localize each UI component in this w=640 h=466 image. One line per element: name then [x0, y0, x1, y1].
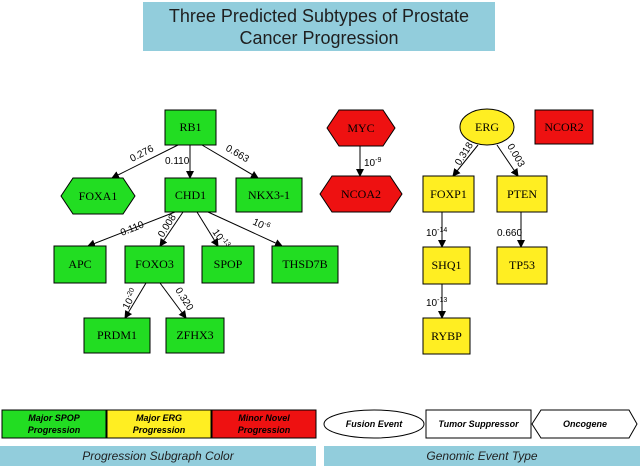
edge-label-rb1-nkx3-1: 0.663 [224, 143, 252, 165]
subgraph-novel: MYC NCOA2 NCOR2 [319, 109, 594, 213]
legend-suppressor-label: Tumor Suppressor [438, 419, 519, 429]
node-foxa1[interactable]: FOXA1 [60, 177, 136, 215]
footer-genomic-event-type: Genomic Event Type [324, 446, 640, 466]
node-ncor2[interactable]: NCOR2 [534, 109, 594, 145]
edge-label-chd1-spop: 10-13 [210, 227, 232, 251]
node-label-nkx3-1: NKX3-1 [248, 188, 290, 202]
edge-label-erg-foxp1: 0.318 [453, 140, 476, 167]
legend-erg-swatch: Major ERG Progression [106, 409, 212, 439]
edge-erg-pten [496, 144, 519, 177]
node-label-tp53: TP53 [509, 258, 535, 272]
node-apc[interactable]: APC [53, 245, 107, 284]
legend-fusion-label: Fusion Event [346, 419, 404, 429]
node-tp53[interactable]: TP53 [496, 246, 548, 285]
legend-erg-line-1: Major ERG [136, 413, 182, 423]
legend-novel-line-2: Progression [238, 425, 291, 435]
node-label-ncor2: NCOR2 [544, 120, 583, 134]
edge-label-myc-ncoa2: 10-9 [364, 157, 381, 169]
legend-erg-line-2: Progression [133, 425, 186, 435]
legend-spop-line-2: Progression [28, 425, 81, 435]
legend-novel-swatch: Minor Novel Progression [211, 409, 317, 439]
edge-label-chd1-thsd7b: 10-6 [251, 216, 272, 234]
edge-label-pten-tp53: 0.660 [497, 228, 522, 239]
edge-label-erg-pten: 0.003 [504, 142, 526, 170]
color-legend: Major SPOP Progression Major ERG Progres… [1, 409, 317, 439]
footer-progression-color: Progression Subgraph Color [0, 446, 316, 466]
node-label-erg: ERG [475, 120, 499, 134]
subgraph-erg: ERG FOXP1 PTEN SHQ1 TP53 RYBP [422, 108, 548, 355]
title-banner: Three Predicted Subtypes of Prostate Can… [143, 2, 495, 51]
node-shq1[interactable]: SHQ1 [422, 246, 471, 285]
edge-labels: 0.276 0.110 0.663 0.110 0.008 10-13 10-6… [119, 140, 527, 313]
title-line-1: Three Predicted Subtypes of Prostate [168, 5, 470, 26]
node-label-apc: APC [68, 257, 91, 271]
edge-label-foxo3-zfhx3: 0.320 [172, 286, 195, 313]
node-label-rb1: RB1 [179, 120, 201, 134]
edge-label-shq1-rybp: 10-13 [426, 297, 447, 309]
edge-foxo3-prdm1 [124, 282, 147, 319]
legend-oncogene-label: Oncogene [563, 419, 607, 429]
edge-rb1-foxa1 [111, 144, 179, 179]
edge-erg-foxp1 [452, 144, 479, 177]
node-rb1[interactable]: RB1 [164, 109, 217, 146]
node-spop[interactable]: SPOP [201, 245, 255, 284]
edge-label-chd1-apc: 0.110 [119, 219, 146, 238]
node-thsd7b[interactable]: THSD7B [271, 245, 339, 284]
edge-chd1-foxo3 [159, 211, 184, 247]
node-zfhx3[interactable]: ZFHX3 [165, 317, 225, 354]
edge-foxo3-zfhx3 [159, 282, 187, 319]
edge-label-foxp1-shq1: 10-14 [426, 227, 447, 239]
edge-chd1-spop [196, 211, 219, 247]
shape-legend: Fusion Event Tumor Suppressor Oncogene [323, 409, 638, 439]
edge-rb1-nkx3-1 [201, 144, 259, 179]
node-ncoa2[interactable]: NCOA2 [319, 175, 403, 213]
node-label-foxo3: FOXO3 [135, 257, 174, 271]
node-label-pten: PTEN [507, 187, 537, 201]
edge-chd1-thsd7b [207, 211, 283, 247]
legend-spop-swatch: Major SPOP Progression [1, 409, 107, 439]
node-label-foxa1: FOXA1 [79, 189, 118, 203]
subgraph-spop: RB1 FOXA1 CHD1 NKX3-1 APC FOXO3 SPOP TH [53, 109, 339, 354]
node-foxp1[interactable]: FOXP1 [422, 175, 475, 213]
legend-fusion-event: Fusion Event [323, 409, 425, 439]
node-myc[interactable]: MYC [326, 109, 396, 147]
legend-tumor-suppressor: Tumor Suppressor [425, 409, 532, 439]
node-rybp[interactable]: RYBP [422, 317, 471, 355]
edge-label-rb1-chd1: 0.110 [165, 156, 190, 167]
legend-oncogene: Oncogene [531, 409, 638, 439]
node-label-rybp: RYBP [431, 329, 462, 343]
node-label-zfhx3: ZFHX3 [176, 328, 213, 342]
edges [87, 144, 525, 319]
node-label-ncoa2: NCOA2 [341, 187, 381, 201]
node-chd1[interactable]: CHD1 [164, 177, 217, 213]
node-label-myc: MYC [347, 121, 374, 135]
edge-label-rb1-foxa1: 0.276 [128, 143, 156, 164]
node-erg[interactable]: ERG [459, 108, 515, 146]
node-label-prdm1: PRDM1 [97, 328, 137, 342]
edge-chd1-apc [87, 211, 176, 248]
node-prdm1[interactable]: PRDM1 [83, 317, 151, 354]
edge-label-foxo3-prdm1: 10-20 [120, 287, 141, 311]
title-line-2: Cancer Progression [239, 27, 399, 48]
node-pten[interactable]: PTEN [496, 175, 548, 213]
node-foxo3[interactable]: FOXO3 [124, 245, 185, 284]
node-nkx3-1[interactable]: NKX3-1 [235, 177, 303, 213]
legend-novel-line-1: Minor Novel [238, 413, 290, 423]
node-label-shq1: SHQ1 [431, 258, 461, 272]
node-label-thsd7b: THSD7B [282, 257, 327, 271]
node-label-chd1: CHD1 [175, 188, 206, 202]
edge-label-chd1-foxo3: 0.008 [156, 212, 179, 239]
node-label-foxp1: FOXP1 [430, 187, 467, 201]
node-label-spop: SPOP [214, 257, 243, 271]
legend-spop-line-1: Major SPOP [28, 413, 81, 423]
